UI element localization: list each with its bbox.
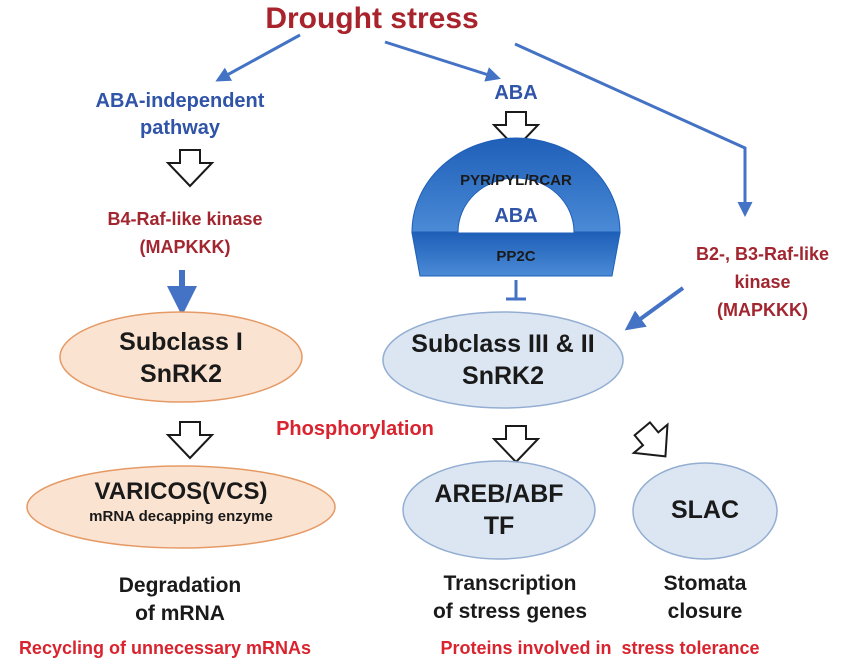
pp2c-label: PP2C — [496, 248, 535, 265]
vcs-line1: VARICOS(VCS) — [94, 478, 268, 505]
stomata-line1: Stomata — [663, 572, 747, 595]
receptor-dome — [411, 137, 621, 233]
recycling-label: Recycling of unnecessary mRNAs — [18, 638, 312, 658]
vcs-ellipse — [26, 465, 336, 549]
transcription-line1: Transcription — [443, 572, 577, 595]
arrow-to-aba-independent — [215, 33, 301, 82]
subclass-i-line2: SnRK2 — [140, 360, 222, 388]
hollow-arrow-right-diagonal — [631, 420, 669, 458]
b2-b3-kinase-line2: kinase — [734, 272, 791, 292]
b2-b3-kinase-line3: (MAPKKK) — [717, 300, 808, 320]
hollow-arrow-center-1 — [491, 111, 541, 150]
phosphorylation-label: Phosphorylation — [276, 418, 434, 440]
arrow-to-b2-b3-kinase — [514, 42, 753, 217]
areb-line2: TF — [483, 512, 515, 540]
b2-b3-raf-kinase-label: B2-, B3-Raf-like kinase (MAPKKK) — [680, 240, 845, 324]
subclass-i-label: Subclass I SnRK2 — [81, 326, 281, 390]
vcs-label: VARICOS(VCS) mRNA decapping enzyme — [41, 477, 321, 527]
b4-kinase-line1: B4-Raf-like kinase — [107, 209, 263, 229]
areb-ellipse — [402, 460, 596, 560]
transcription-line2: of stress genes — [432, 600, 588, 623]
degradation-line1: Degradation — [118, 574, 242, 597]
degradation-line2: of mRNA — [135, 602, 225, 625]
areb-line1: AREB/ABF — [434, 480, 564, 508]
proteins-label: Proteins involved in stress tolerance — [440, 638, 760, 658]
transcription-label: Transcription of stress genes — [420, 570, 600, 626]
aba-independent-line2: pathway — [139, 117, 221, 139]
aba-inner-label: ABA — [494, 205, 537, 227]
b4-kinase-line2: (MAPKKK) — [139, 237, 231, 257]
hollow-arrow-left-2 — [165, 421, 215, 460]
aba-label: ABA — [494, 82, 538, 104]
slac-ellipse — [632, 462, 778, 560]
b2-b3-kinase-line1: B2-, B3-Raf-like — [695, 244, 830, 264]
aba-independent-line1: ABA-independent — [95, 90, 265, 112]
subclass-i-ellipse — [59, 311, 303, 403]
aba-independent-label: ABA-independent pathway — [60, 88, 300, 142]
areb-abf-label: AREB/ABF TF — [419, 478, 579, 542]
degradation-label: Degradation of mRNA — [80, 572, 280, 628]
pp2c-block — [411, 232, 621, 277]
hollow-arrow-center-2 — [491, 425, 541, 464]
arrow-kinase-to-subclass-iii — [624, 286, 685, 331]
subclass-iii-ii-line2: SnRK2 — [462, 362, 544, 390]
slac-label: SLAC — [670, 496, 740, 524]
subclass-i-line1: Subclass I — [119, 328, 243, 356]
stomata-closure-label: Stomata closure — [645, 570, 765, 626]
vcs-line2: mRNA decapping enzyme — [89, 508, 273, 525]
arrow-to-aba — [384, 40, 501, 82]
b4-raf-kinase-label: B4-Raf-like kinase (MAPKKK) — [70, 205, 300, 261]
subclass-iii-ii-line1: Subclass III & II — [411, 330, 595, 358]
stomata-line2: closure — [667, 600, 743, 623]
subclass-iii-ii-label: Subclass III & II SnRK2 — [383, 328, 623, 392]
hollow-arrow-left-1 — [165, 149, 215, 188]
subclass-iii-ii-ellipse — [382, 311, 624, 409]
title-drought-stress: Drought stress — [265, 2, 479, 35]
receptor-label: PYR/PYL/RCAR — [460, 172, 572, 189]
